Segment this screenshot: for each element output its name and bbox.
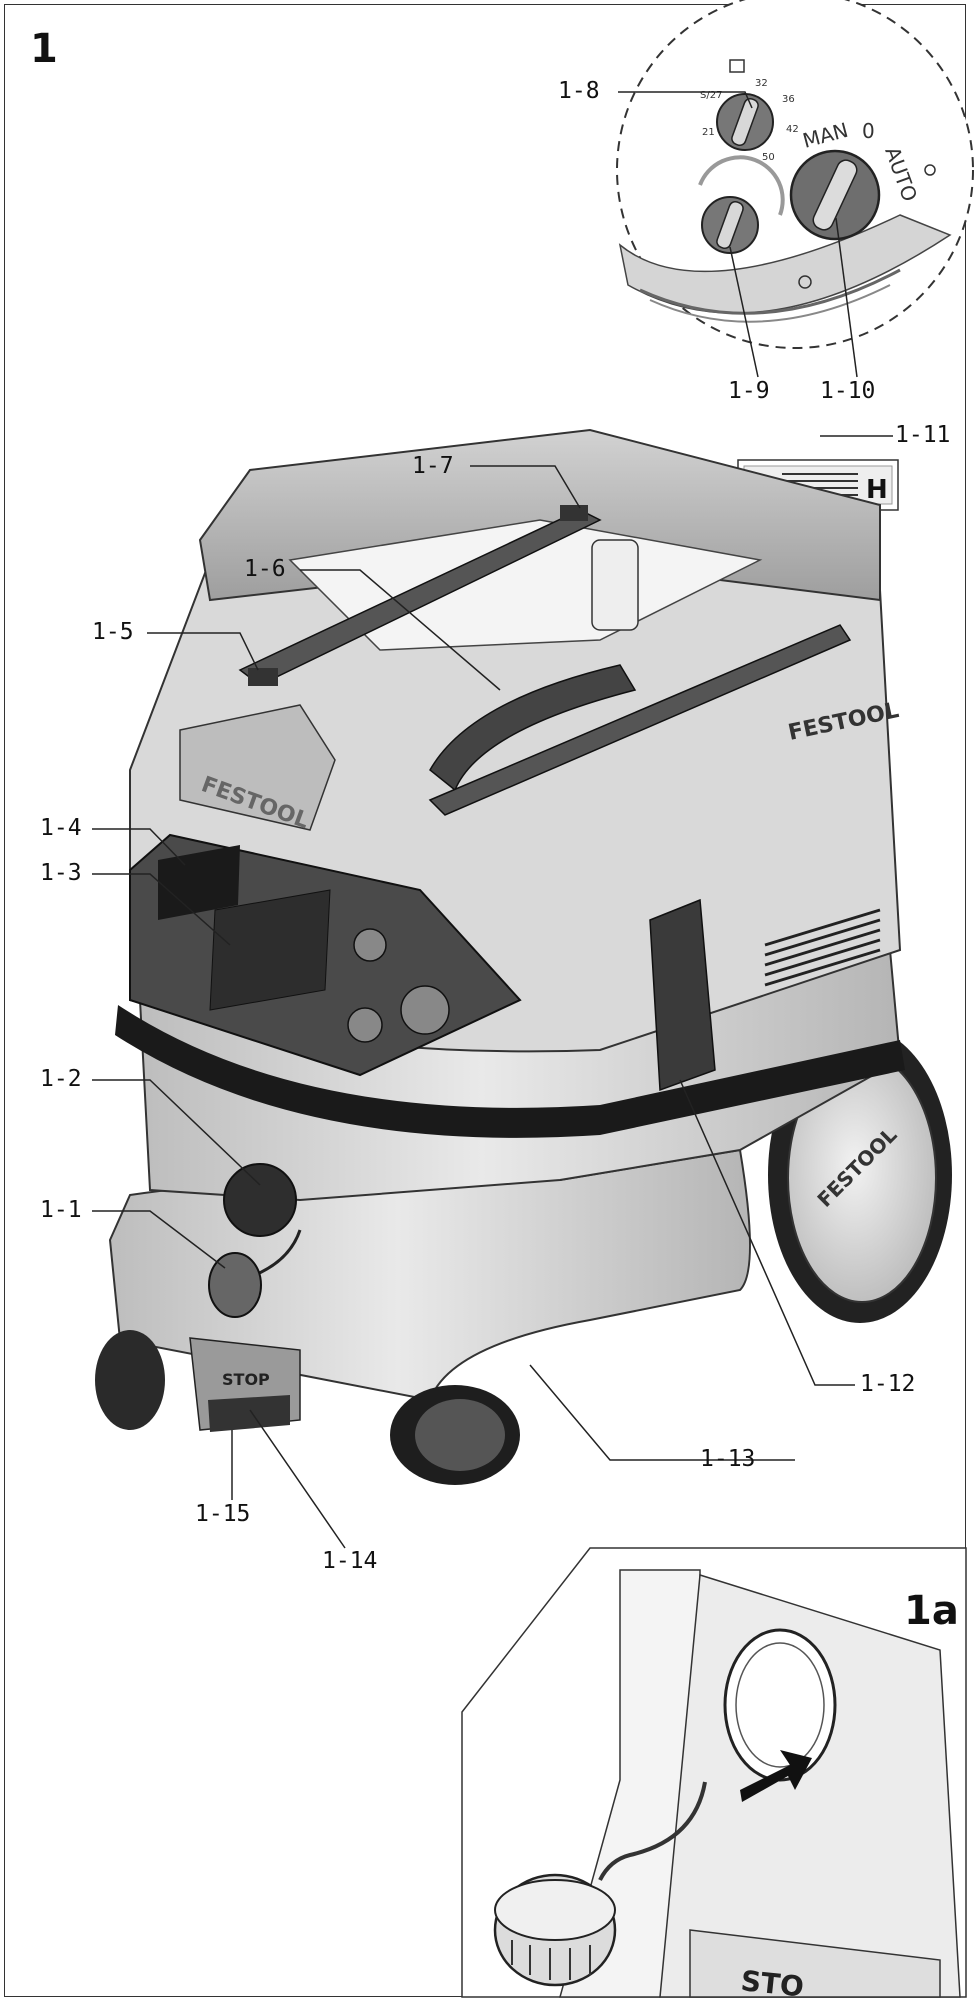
docking-panel <box>209 889 331 1011</box>
inset-1a: STO <box>461 1547 967 2004</box>
callout-label: 1-14 <box>322 1548 378 1574</box>
callout-label: 1-12 <box>860 1371 916 1397</box>
dial-mark: 50 <box>762 152 775 163</box>
front-castor-left <box>95 1330 165 1430</box>
filter-socket <box>591 539 639 631</box>
latch-left <box>248 668 278 686</box>
callout-label: 1-7 <box>412 453 454 479</box>
top-tray <box>288 519 763 651</box>
dial-mark-zero: 0 <box>862 119 875 143</box>
callout-label: 1-15 <box>195 1501 251 1527</box>
carry-handle <box>429 664 637 792</box>
panel-dial-small <box>353 928 387 962</box>
control-detail-circle: S/27 32 36 42 50 21 MAN 0 AUTO <box>616 0 974 349</box>
cable-holder <box>649 898 716 1092</box>
callout-label: 1-13 <box>700 1446 756 1472</box>
hose-port-cap <box>208 1252 262 1318</box>
front-logo-panel <box>179 704 336 831</box>
callout-label: 1-6 <box>244 556 286 582</box>
systainer-rail-right <box>428 624 852 816</box>
tool-socket-cover <box>158 845 240 920</box>
callout-label: 1-1 <box>40 1197 82 1223</box>
dial-mark: 21 <box>702 127 715 138</box>
dial-mark: 42 <box>786 124 799 135</box>
callout-label: 1-9 <box>728 378 770 404</box>
arrow-icon <box>740 1750 812 1802</box>
figure-number: 1 <box>30 26 58 72</box>
hepa-letter-right: H <box>866 475 888 505</box>
callout-label: 1-3 <box>40 860 82 886</box>
inset-cap-strap <box>598 1781 707 1881</box>
hose-diameter-dial: S/27 32 36 42 50 21 <box>700 78 799 163</box>
side-vent <box>764 908 881 987</box>
inset-figure-number: 1a <box>904 1588 959 1634</box>
callout-label: 1-2 <box>40 1066 82 1092</box>
panel-dial-main <box>400 985 450 1035</box>
stop-text: STOP <box>222 1370 270 1389</box>
callout-label: 1-11 <box>895 422 951 448</box>
hose-port <box>223 1163 297 1237</box>
suction-power-dial <box>698 155 785 254</box>
dial-mark: 32 <box>755 78 768 89</box>
callout-label: 1-10 <box>820 378 876 404</box>
brake-pedal <box>208 1395 290 1432</box>
main-switch-dial: MAN 0 AUTO <box>789 118 922 241</box>
panel-dial-power <box>347 1007 383 1043</box>
inset-stop-text: STO <box>739 1964 805 2003</box>
vacuum-body: FESTOOL FESTOOL FESTOOL <box>95 428 952 1485</box>
dial-mark: 36 <box>782 94 795 105</box>
callout-label: 1-8 <box>558 78 600 104</box>
filter-icon <box>729 59 745 73</box>
callout-label: 1-4 <box>40 815 82 841</box>
leader-lines <box>92 91 893 1549</box>
callout-label: 1-5 <box>92 619 134 645</box>
bumper-strip <box>115 1005 905 1138</box>
inset-hose-port <box>723 1628 837 1782</box>
dial-mark: S/27 <box>700 90 722 101</box>
latch-rear <box>560 505 588 521</box>
